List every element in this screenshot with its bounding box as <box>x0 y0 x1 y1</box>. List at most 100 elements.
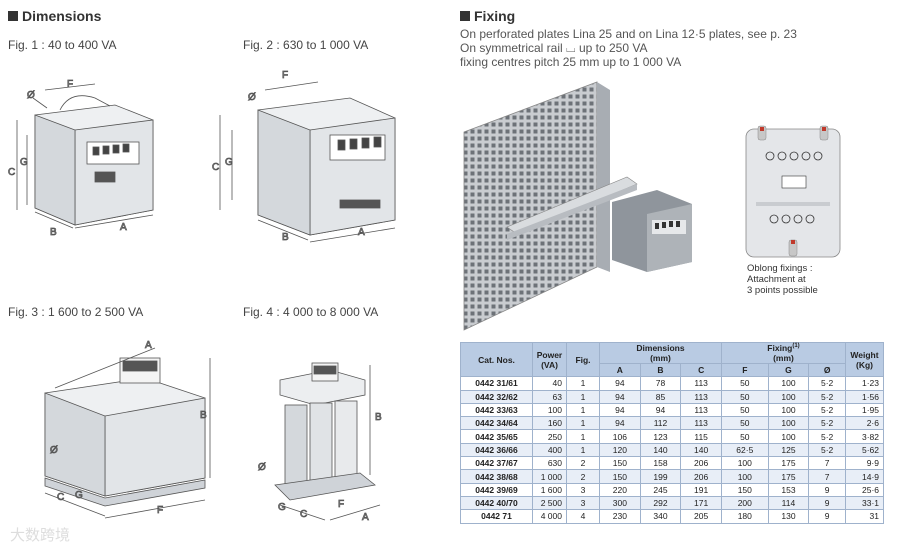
fig2-caption: Fig. 2 : 630 to 1 000 VA <box>243 38 369 52</box>
cell-dim-a: 150 <box>599 456 641 471</box>
fig3-label-c: C <box>57 492 64 503</box>
cell-fix-f: 50 <box>720 389 769 404</box>
cell-fix-g: 130 <box>767 509 810 524</box>
cell-power: 4 000 <box>532 509 567 524</box>
cell-fix-f: 50 <box>720 376 769 391</box>
fixing-line-2: On symmetrical rail ⌴ up to 250 VA <box>460 41 648 55</box>
fig1-label-f: F <box>67 79 73 90</box>
cell-cat-no: 0442 34/64 <box>460 416 533 431</box>
cell-fix-phi: 9 <box>808 482 846 497</box>
cell-fix-g: 125 <box>767 442 810 458</box>
cell-fix-phi: 5·2 <box>808 416 846 431</box>
cell-fix-g: 100 <box>767 376 810 391</box>
fig2-drawing: Ø F C G B A <box>210 60 410 250</box>
cell-fig: 1 <box>566 376 600 391</box>
cell-fix-g: 100 <box>767 402 810 418</box>
fig4-label-a: A <box>362 512 369 523</box>
cell-fig: 3 <box>566 495 600 511</box>
cell-weight: 1·23 <box>845 376 884 391</box>
cell-dim-a: 220 <box>599 482 641 497</box>
cell-cat-no: 0442 36/66 <box>460 442 533 458</box>
cell-weight: 31 <box>845 509 884 524</box>
cell-fix-f: 180 <box>720 509 769 524</box>
fig1-label-a: A <box>120 222 127 233</box>
cell-dim-b: 140 <box>639 442 682 458</box>
cell-cat-no: 0442 31/61 <box>460 376 533 391</box>
col-fixing-unit: (mm) <box>773 353 794 363</box>
col-c: C <box>680 362 722 378</box>
cell-dim-a: 150 <box>599 469 641 484</box>
fig2-label-c: C <box>212 162 219 173</box>
cell-dim-a: 120 <box>599 442 641 458</box>
cell-dim-c: 191 <box>680 482 722 497</box>
cell-dim-a: 106 <box>599 429 641 444</box>
cell-fig: 1 <box>566 442 600 458</box>
fig1-label-c: C <box>8 167 15 178</box>
cell-fix-f: 50 <box>720 416 769 431</box>
cell-fig: 4 <box>566 509 600 524</box>
cell-power: 2 500 <box>532 495 567 511</box>
cell-cat-no: 0442 71 <box>460 509 533 524</box>
cell-dim-b: 340 <box>639 509 682 524</box>
fig4-label-f: F <box>338 499 344 510</box>
cell-power: 40 <box>532 376 567 391</box>
fig1-label-b: B <box>50 227 57 238</box>
col-weight-unit: (Kg) <box>856 359 873 370</box>
cell-weight: 5·62 <box>845 442 884 458</box>
cell-dim-c: 171 <box>680 495 722 511</box>
cell-weight: 14·9 <box>845 469 884 484</box>
fig3-label-b: B <box>200 410 207 421</box>
cell-fix-g: 114 <box>767 495 810 511</box>
cell-dim-b: 112 <box>639 416 682 431</box>
cell-dim-b: 245 <box>639 482 682 497</box>
cell-dim-b: 199 <box>639 469 682 484</box>
cell-fix-f: 100 <box>720 469 769 484</box>
fig3-label-f: F <box>157 505 163 516</box>
cell-weight: 33·1 <box>845 495 884 511</box>
cell-dim-a: 94 <box>599 402 641 418</box>
cell-fix-phi: 9 <box>808 495 846 511</box>
cell-fix-f: 200 <box>720 495 769 511</box>
col-dimensions-unit: (mm) <box>650 353 671 363</box>
cell-weight: 1·56 <box>845 389 884 404</box>
cell-power: 160 <box>532 416 567 431</box>
cell-fix-phi: 5·2 <box>808 429 846 444</box>
fig1-drawing: Ø F C G B A <box>5 60 175 240</box>
fig2-label-b: B <box>282 232 289 243</box>
cell-dim-c: 206 <box>680 469 722 484</box>
fig3-label-phi: Ø <box>50 445 58 456</box>
cell-fig: 1 <box>566 429 600 444</box>
cell-power: 1 000 <box>532 469 567 484</box>
fig4-label-b: B <box>375 412 382 423</box>
cell-cat-no: 0442 32/62 <box>460 389 533 404</box>
cell-dim-c: 115 <box>680 429 722 444</box>
oblong-fixings-caption: Oblong fixings : Attachment at 3 points … <box>747 263 818 296</box>
cell-fix-f: 100 <box>720 456 769 471</box>
dimensions-title: Dimensions <box>8 8 101 24</box>
cell-dim-c: 113 <box>680 376 722 391</box>
fig3-label-a: A <box>145 340 152 351</box>
col-phi: Ø <box>808 362 846 378</box>
cell-cat-no: 0442 40/70 <box>460 495 533 511</box>
fig3-drawing: A B Ø C G F <box>5 328 225 524</box>
cell-fig: 3 <box>566 482 600 497</box>
cell-dim-c: 113 <box>680 416 722 431</box>
cell-power: 630 <box>532 456 567 471</box>
specification-table: Cat. Nos. Power (VA) Fig. Dimensions (mm… <box>460 341 884 524</box>
fig4-drawing: B Ø G C F A <box>250 325 400 525</box>
cell-cat-no: 0442 39/69 <box>460 482 533 497</box>
col-fixing-label: Fixing <box>767 343 793 353</box>
cell-fig: 2 <box>566 469 600 484</box>
square-bullet-icon <box>8 11 18 21</box>
cell-dim-a: 94 <box>599 376 641 391</box>
cell-fix-phi: 5·2 <box>808 402 846 418</box>
cell-fix-f: 50 <box>720 429 769 444</box>
